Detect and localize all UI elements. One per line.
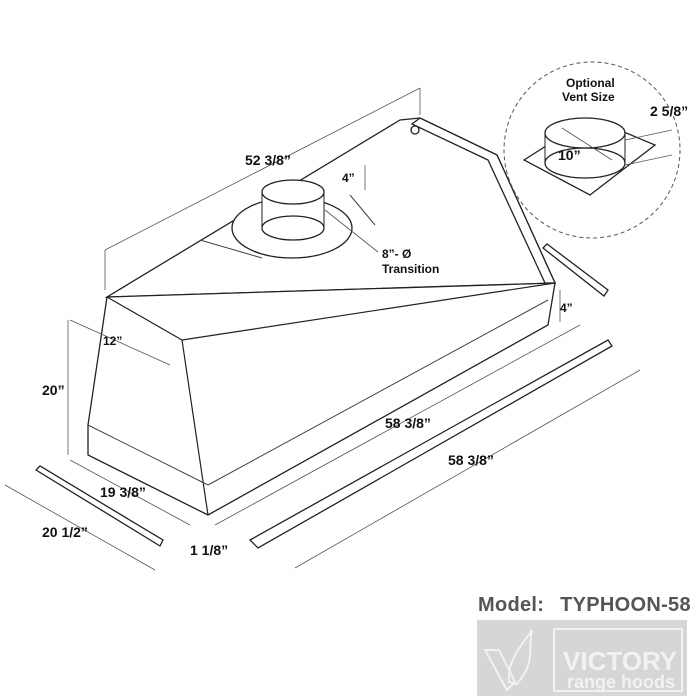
optional-vent-top: [544, 117, 626, 149]
dim-depth: 19 3/8”: [100, 484, 146, 500]
dim-bracket-width: 1 1/8”: [190, 542, 228, 558]
optional-vent-bottom: [544, 147, 626, 179]
model-line: Model: TYPHOON-58: [478, 594, 691, 617]
logo-tagline: range hoods: [567, 672, 676, 692]
transition-label-2: Transition: [382, 262, 439, 276]
hood-front-edge: [181, 339, 209, 516]
rear-bracket: [542, 243, 609, 297]
dim-bracket-length: 20 1/2”: [42, 524, 88, 540]
collar-bottom: [261, 215, 325, 241]
front-rail: [248, 339, 613, 549]
optional-vent-height: 2 5/8”: [650, 103, 688, 119]
model-label: Model:: [478, 594, 545, 616]
logo-flame-icon: [483, 629, 533, 692]
panel-seam: [349, 194, 376, 226]
dim-top-box-height: 4”: [560, 301, 573, 315]
collar-top: [261, 179, 325, 205]
transition-label-1: 8”- Ø: [382, 247, 411, 261]
hole: [410, 125, 420, 135]
optional-vent-title-1: Optional: [566, 76, 615, 90]
hood-edge: [181, 282, 556, 341]
side-bracket: [34, 465, 164, 547]
model-name: TYPHOON-58: [560, 594, 691, 616]
victory-logo: VICTORY range hoods: [477, 620, 687, 696]
hood-edge: [106, 296, 183, 341]
panel-seam: [199, 239, 263, 259]
optional-vent-diameter: 10”: [558, 147, 581, 163]
dim-rail-length: 58 3/8”: [448, 452, 494, 468]
hood-front-face: [87, 282, 556, 516]
dim-height: 20”: [42, 382, 65, 398]
optional-vent-title-2: Vent Size: [562, 90, 615, 104]
dim-collar-height: 4”: [342, 171, 355, 185]
logo-brand: VICTORY: [563, 646, 678, 676]
hood-lower-band: [207, 299, 549, 486]
hood-lower-band: [87, 424, 209, 486]
dim-front-depth: 12”: [103, 334, 122, 348]
dim-body-length: 58 3/8”: [385, 415, 431, 431]
dim-overall-top-length: 52 3/8”: [245, 152, 291, 168]
optional-vent-callout: [503, 61, 681, 239]
